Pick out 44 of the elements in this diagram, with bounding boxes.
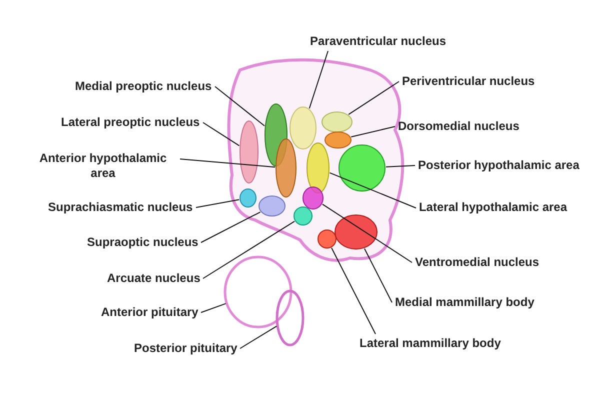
leader-line [202, 122, 240, 146]
leader-line [385, 165, 416, 168]
nucleus-shape [334, 214, 378, 250]
nucleus-shape [321, 111, 353, 133]
leader-line [331, 247, 376, 334]
nucleus-shape [317, 229, 337, 249]
nucleus-shape [324, 131, 352, 149]
pituitary-outline [224, 256, 292, 328]
structure-label: Lateral preoptic nucleus [61, 115, 200, 130]
nucleus-shape [258, 195, 286, 217]
leader-line [214, 86, 265, 126]
leader-line [202, 220, 296, 279]
structure-label: Anterior pituitary [101, 305, 198, 320]
nucleus-shape [239, 120, 259, 184]
nucleus-shape [306, 142, 330, 194]
structure-label: Dorsomedial nucleus [398, 119, 520, 134]
structure-label: Posterior hypothalamic area [418, 158, 580, 173]
leader-line [196, 199, 240, 208]
structure-label: Medial preoptic nucleus [75, 79, 212, 94]
nucleus-shape [275, 138, 297, 198]
nucleus-shape [338, 144, 386, 192]
structure-label: Anterior hypothalamic area [28, 151, 178, 181]
leader-line [200, 212, 261, 243]
structure-label: Medial mammillary body [395, 295, 534, 310]
structure-label: Periventricular nucleus [402, 74, 535, 89]
nucleus-shape [293, 206, 313, 226]
structure-label: Arcuate nucleus [107, 271, 200, 286]
leader-line [240, 326, 278, 349]
structure-label: Lateral mammillary body [360, 336, 501, 351]
nucleus-shape [289, 106, 317, 150]
structure-label: Supraoptic nucleus [87, 235, 198, 250]
leader-line [200, 303, 226, 313]
leader-line [180, 158, 276, 168]
structure-label: Suprachiasmatic nucleus [48, 200, 193, 215]
leader-line [322, 204, 412, 263]
pituitary-outline [276, 290, 304, 346]
structure-label: Paraventricular nucleus [310, 34, 446, 49]
structure-label: Lateral hypothalamic area [418, 200, 568, 215]
leader-line [350, 126, 396, 138]
nucleus-shape [239, 188, 257, 208]
leader-line [364, 248, 392, 303]
structure-label: Posterior pituitary [134, 341, 238, 356]
structure-label: Ventromedial nucleus [415, 255, 540, 270]
nucleus-shape [302, 186, 324, 210]
